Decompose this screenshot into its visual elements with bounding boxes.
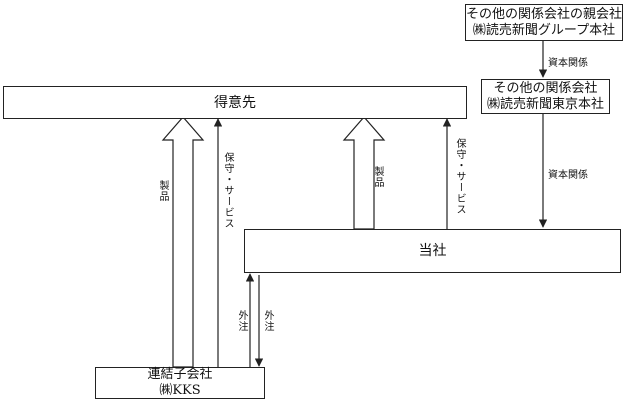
product-label-company: 製品	[372, 166, 383, 188]
capital-label-company: 資本関係	[548, 170, 588, 181]
capital-label-top: 資本関係	[548, 58, 588, 69]
company-label: 当社	[418, 243, 447, 259]
other-affiliate-label-1: その他の関係会社	[493, 80, 598, 96]
maintenance-label-subsidiary: 保守・サービス	[222, 152, 233, 229]
product-hollow-arrow-company	[342, 116, 386, 230]
top-parent-label-2: ㈱読売新聞グループ本社	[472, 22, 616, 38]
customer-label: 得意先	[214, 94, 256, 111]
product-hollow-arrow-subsidiary	[161, 116, 205, 368]
customer-box: 得意先	[3, 86, 467, 119]
subsidiary-label-2: ㈱KKS	[159, 383, 201, 398]
subsidiary-box: 連結子会社 ㈱KKS	[95, 367, 265, 399]
outsource-label-down: 外注	[262, 310, 273, 332]
other-affiliate-label-2: ㈱読売新聞東京本社	[486, 96, 604, 112]
top-parent-label-1: その他の関係会社の親会社	[466, 6, 623, 22]
product-label-subsidiary: 製品	[157, 180, 168, 202]
maintenance-label-company: 保守・サービス	[454, 138, 465, 215]
subsidiary-label-1: 連結子会社	[147, 367, 213, 382]
top-parent-box: その他の関係会社の親会社 ㈱読売新聞グループ本社	[465, 4, 623, 41]
other-affiliate-box: その他の関係会社 ㈱読売新聞東京本社	[481, 79, 610, 114]
company-box: 当社	[244, 229, 621, 273]
outsource-label-up: 外注	[236, 310, 247, 332]
